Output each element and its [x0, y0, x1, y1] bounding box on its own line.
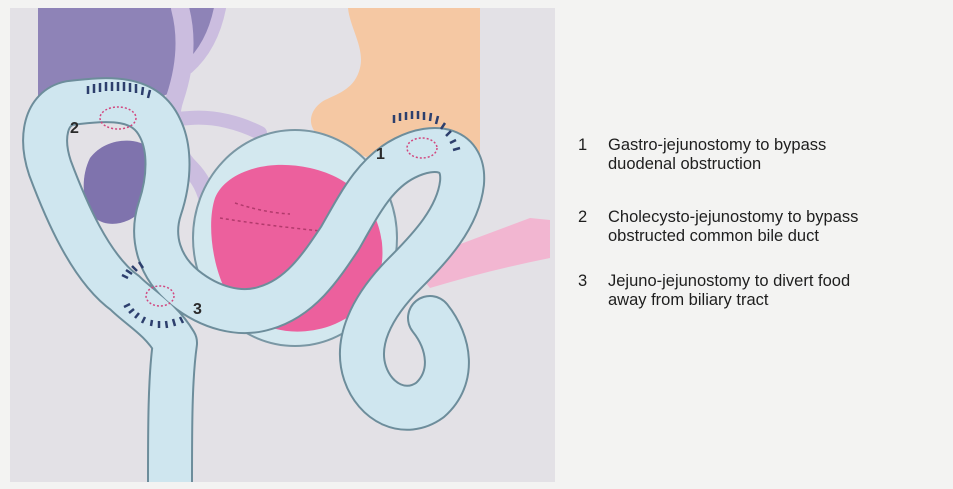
- legend-text-2-line1: Cholecysto-jejunostomy to bypass: [608, 208, 858, 226]
- legend-text-1-line1: Gastro-jejunostomy to bypass: [608, 136, 826, 154]
- legend-number-2: 2: [578, 208, 598, 227]
- legend-text-1-line2: duodenal obstruction: [608, 155, 761, 173]
- legend-text-3-line1: Jejuno-jejunostomy to divert food: [608, 272, 850, 290]
- surgical-bypass-illustration: 2 1 3: [10, 8, 555, 482]
- marker-1: 1: [376, 146, 385, 163]
- legend-text-2: Cholecysto-jejunostomy to bypass obstruc…: [608, 208, 943, 246]
- marker-2: 2: [70, 120, 79, 137]
- legend-number-3: 3: [578, 272, 598, 291]
- legend-text-3-line2: away from biliary tract: [608, 291, 768, 309]
- marker-3: 3: [193, 301, 202, 318]
- legend-text-3: Jejuno-jejunostomy to divert food away f…: [608, 272, 943, 310]
- legend-text-2-line2: obstructed common bile duct: [608, 227, 819, 245]
- legend: 1 Gastro-jejunostomy to bypass duodenal …: [578, 0, 948, 489]
- legend-text-1: Gastro-jejunostomy to bypass duodenal ob…: [608, 136, 943, 174]
- legend-number-1: 1: [578, 136, 598, 155]
